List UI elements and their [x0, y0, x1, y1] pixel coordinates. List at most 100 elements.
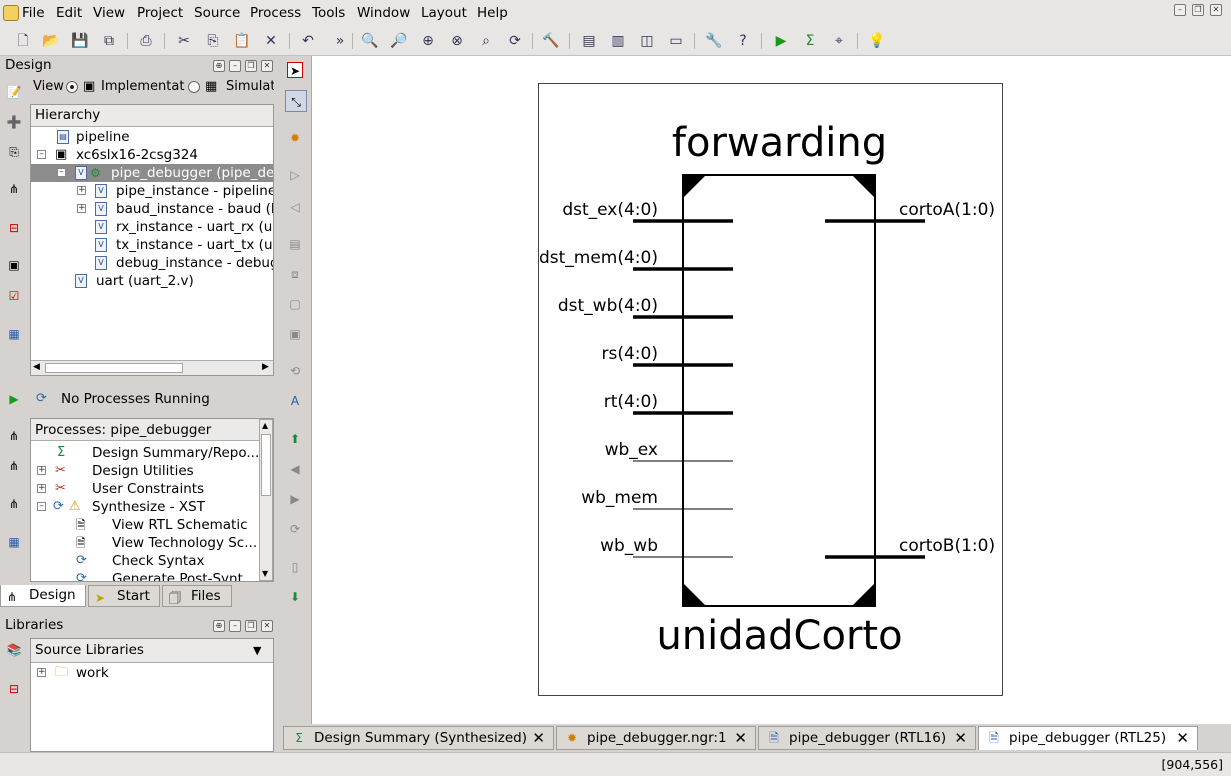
libraries-minimize-button[interactable]: – [229, 620, 241, 632]
export-icon[interactable]: ⬇ [289, 590, 301, 604]
forward-icon[interactable]: ▶ [290, 492, 300, 506]
source-libraries-select[interactable]: Source Libraries ▼ [31, 639, 273, 663]
tree-item-pipe-debugger[interactable]: – V ⚙ pipe_debugger (pipe_deb [31, 164, 273, 182]
close-tab-icon[interactable]: ✕ [1176, 729, 1189, 747]
print-icon[interactable]: ⎙ [140, 33, 152, 49]
menu-layout[interactable]: Layout [421, 5, 467, 21]
collapse-icon[interactable]: – [37, 502, 46, 511]
tree-item-device[interactable]: – ▣ xc6slx16-2csg324 [31, 146, 273, 164]
menu-process[interactable]: Process [250, 5, 302, 21]
menu-window[interactable]: Window [357, 5, 411, 21]
implementation-label[interactable]: Implementat [101, 79, 185, 94]
menu-source[interactable]: Source [194, 5, 241, 21]
tree-item-pipe-instance[interactable]: + V pipe_instance - pipeline [31, 182, 273, 200]
net-icon[interactable]: ▢ [289, 297, 301, 311]
process-generate-post-synth[interactable]: ⟳ Generate Post-Synt... [31, 570, 259, 581]
tab-files[interactable]: 🗍 Files [162, 585, 232, 607]
restore-window-button[interactable]: ❐ [1192, 4, 1204, 16]
expand-icon[interactable]: + [37, 667, 46, 677]
process-synthesize[interactable]: – ⟳ ⚠ Synthesize - XST [31, 498, 259, 516]
tab-design-summary[interactable]: Σ Design Summary (Synthesized) ✕ [283, 726, 554, 750]
simulation-radio[interactable] [188, 81, 200, 93]
library-item-work[interactable]: + 🗀 work [31, 664, 273, 682]
tap-icon[interactable]: ▣ [289, 327, 301, 341]
hscroll-thumb[interactable] [45, 363, 183, 373]
implementation-radio[interactable] [66, 81, 78, 93]
schematic-canvas[interactable]: forwarding unidadCorto dst_ex(4:0)dst_me… [311, 56, 1231, 724]
scroll-left-icon[interactable]: ◀ [33, 362, 40, 372]
scroll-down-icon[interactable]: ▼ [262, 569, 269, 578]
close-tab-icon[interactable]: ✕ [532, 729, 545, 747]
process-settings-icon[interactable]: ⋔ [8, 497, 20, 511]
zoom-area-icon[interactable]: ⌕ [482, 33, 490, 49]
hammer-icon[interactable]: 🔨 [542, 33, 560, 49]
expand-icon[interactable]: + [37, 465, 46, 475]
process-view-rtl[interactable]: 🗎 View RTL Schematic [31, 516, 259, 534]
undo-icon[interactable]: ↶ [302, 33, 314, 49]
process-design-utilities[interactable]: + ✂ Design Utilities [31, 462, 259, 480]
zoom-in-icon[interactable]: 🔍 [361, 33, 379, 49]
zoom-fit-icon[interactable]: ⊕ [422, 33, 434, 49]
add-source-icon[interactable]: 📝 [6, 85, 22, 99]
text-icon[interactable]: A [290, 394, 300, 408]
open-folder-icon[interactable]: 📂 [42, 33, 60, 49]
libraries-float-button[interactable]: ⊕ [213, 620, 225, 632]
output-port-icon[interactable]: ◁ [290, 200, 300, 214]
run-process-icon[interactable]: ▶ [9, 392, 19, 406]
scroll-up-icon[interactable]: ▲ [262, 421, 269, 430]
tree-item-debug-instance[interactable]: V debug_instance - debug_ [31, 254, 273, 272]
tree-item-pipeline[interactable]: ▤ pipeline [31, 128, 273, 146]
menu-project[interactable]: Project [137, 5, 184, 21]
expand-icon[interactable]: + [77, 185, 86, 195]
expand-icon[interactable]: + [77, 203, 86, 213]
chip-icon[interactable]: ▣ [8, 258, 20, 272]
copy-icon[interactable]: ⎘ [207, 33, 219, 49]
save-icon[interactable]: 💾 [71, 33, 89, 49]
page-icon[interactable]: ▯ [291, 560, 299, 574]
process-user-constraints[interactable]: + ✂ User Constraints [31, 480, 259, 498]
design-close-button[interactable]: ✕ [261, 60, 273, 72]
simulation-label[interactable]: Simulat [226, 79, 274, 94]
add-copy-source-icon[interactable]: ⎘ [9, 145, 19, 159]
new-source-icon[interactable]: ➕ [6, 115, 22, 129]
menu-help[interactable]: Help [477, 5, 508, 21]
tab-start[interactable]: ➤ Start [88, 585, 160, 607]
process-hierarchy-icon[interactable]: ⋔ [8, 459, 20, 473]
gear-icon[interactable]: ✹ [289, 131, 301, 145]
tab-ngr[interactable]: ✹ pipe_debugger.ngr:1 ✕ [556, 726, 756, 750]
process-check-syntax[interactable]: ⟳ Check Syntax [31, 552, 259, 570]
zoom-selection-icon[interactable]: ⊗ [451, 33, 463, 49]
remove-library-icon[interactable]: ⊟ [8, 682, 20, 696]
save-all-icon[interactable]: ⧉ [104, 33, 114, 49]
bus-icon[interactable]: ⧈ [291, 267, 299, 281]
delete-icon[interactable]: ✕ [265, 33, 277, 49]
collapse-icon[interactable]: – [57, 168, 66, 177]
library-icon[interactable]: 📚 [6, 643, 22, 657]
scroll-right-icon[interactable]: ▶ [262, 362, 269, 372]
cascade-windows-icon[interactable]: ▤ [582, 33, 596, 49]
select-pointer-icon[interactable]: ➤ [287, 62, 303, 78]
vscroll-thumb[interactable] [261, 434, 271, 496]
tab-rtl25[interactable]: 🗎 pipe_debugger (RTL25) ✕ [978, 726, 1198, 750]
remove-source-icon[interactable]: ⊟ [8, 221, 20, 235]
panel-icon[interactable]: ▦ [8, 327, 20, 341]
tree-item-uart[interactable]: V uart (uart_2.v) [31, 272, 273, 290]
hierarchy-icon[interactable]: ⋔ [8, 182, 20, 196]
menu-file[interactable]: File [22, 5, 45, 21]
process-vscrollbar[interactable]: ▲ ▼ [259, 419, 273, 581]
collapse-icon[interactable]: – [37, 150, 46, 159]
tab-rtl16[interactable]: 🗎 pipe_debugger (RTL16) ✕ [758, 726, 976, 750]
toggle-panel-icon[interactable]: ▭ [669, 33, 683, 49]
close-tab-icon[interactable]: ✕ [734, 729, 747, 747]
menu-view[interactable]: View [93, 5, 126, 21]
new-file-icon[interactable]: 🗋 [17, 33, 29, 49]
menu-edit[interactable]: Edit [56, 5, 83, 21]
process-view-technology[interactable]: 🗎 View Technology Sc... [31, 534, 259, 552]
input-port-icon[interactable]: ▷ [290, 168, 300, 182]
lightbulb-icon[interactable]: 💡 [868, 33, 886, 49]
minimize-window-button[interactable]: – [1174, 4, 1186, 16]
refresh-icon[interactable]: ⟳ [509, 33, 521, 49]
design-minimize-button[interactable]: – [229, 60, 241, 72]
history-icon[interactable]: ⟳ [289, 522, 301, 536]
libraries-maximize-button[interactable]: ❐ [245, 620, 257, 632]
